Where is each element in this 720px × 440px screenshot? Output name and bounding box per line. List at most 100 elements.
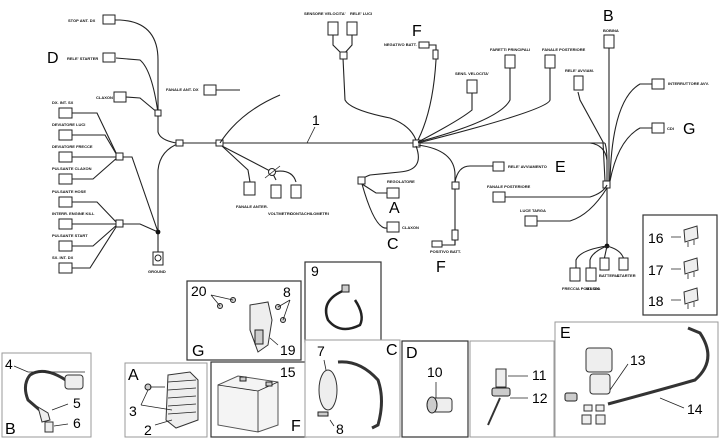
left-switch-cluster: GROUND DX. INT. SX DEVIATORE LUCI DEVIAT… — [52, 100, 166, 274]
leaders — [508, 375, 528, 399]
connector-label: DX. INT. SX — [52, 100, 74, 105]
fuse-icon — [683, 287, 699, 309]
connector-label: BOBINA — [603, 28, 619, 33]
panel-border — [469, 340, 555, 438]
connector-label: NEGATIVO BATT. — [384, 42, 417, 47]
branch-node — [339, 51, 348, 60]
connector — [603, 34, 615, 49]
wire — [221, 145, 251, 183]
part-number-3: 3 — [129, 403, 137, 419]
connector-label: CONTACHILOMETRI — [290, 211, 329, 216]
connector-label: FRECCIA POST. DX — [562, 286, 599, 291]
fuse-panel: 16 17 18 — [642, 214, 718, 316]
connector — [102, 14, 116, 25]
leaders — [140, 389, 173, 426]
connector-label: SENSORE VELOCITA' — [304, 11, 346, 16]
battery-part — [217, 375, 279, 433]
connector — [58, 218, 73, 230]
connector-label: INTERR. ENGINE KILL — [52, 211, 95, 216]
part-number-9: 9 — [311, 263, 319, 279]
wire — [361, 183, 388, 229]
connector — [113, 91, 127, 103]
connector — [544, 54, 556, 69]
box-letter-c: C — [386, 342, 398, 359]
connector-label: DEVIATORE LUCI — [52, 122, 85, 127]
connector — [651, 78, 665, 90]
hv-lead-part — [23, 369, 71, 414]
wire — [505, 184, 608, 198]
connector-label: RELE' LUCI — [350, 11, 372, 16]
connector-label: PULSANTE HOSE — [52, 189, 86, 194]
connector — [58, 196, 73, 208]
fuse-icon — [683, 225, 699, 247]
horn-part — [318, 369, 338, 411]
connector — [290, 184, 302, 199]
branch-node — [451, 181, 460, 190]
part-number-6: 6 — [73, 415, 81, 431]
leader-1 — [306, 126, 316, 144]
part-number-8: 8 — [283, 284, 291, 300]
ignition-coil-part — [64, 374, 84, 390]
wire — [122, 156, 159, 233]
connector-label: RELE' STARTER — [67, 56, 98, 61]
connector — [492, 161, 505, 172]
connector — [524, 215, 538, 227]
group-letter-e: E — [555, 159, 566, 176]
wire — [115, 19, 159, 113]
wire — [122, 223, 159, 233]
leaders — [609, 363, 685, 409]
part-number-5: 5 — [73, 395, 81, 411]
connector-label: CLAXON — [96, 95, 113, 100]
plug-cap-part — [44, 421, 54, 433]
parts-box-e: E 13 14 — [554, 321, 719, 438]
branch-node — [154, 109, 162, 117]
part-number-2: 2 — [144, 422, 152, 438]
wire — [417, 68, 551, 144]
part-number-10: 10 — [427, 364, 443, 380]
cable-clamp-part — [324, 288, 363, 331]
connector-label: FANALE ANT. DX — [166, 87, 199, 92]
part-number-4: 4 — [5, 356, 13, 372]
connector — [451, 229, 459, 241]
parts-box-b: 4 5 6 B — [1, 352, 92, 438]
wire — [417, 92, 473, 143]
relay-part — [487, 368, 511, 426]
parts-box-11-12: 11 12 — [469, 340, 555, 438]
connector — [599, 257, 610, 271]
part-number-7: 7 — [317, 343, 325, 359]
connector-label: FARETTI PRINCIPALI — [490, 47, 530, 52]
connector-label: SENS. VELOCITA' — [455, 71, 489, 76]
parts-box-c: 7 8 C — [304, 339, 401, 438]
connector-label: CLAXON — [402, 225, 419, 230]
ignition-switch-part — [564, 347, 613, 425]
leaders — [13, 365, 85, 427]
ground-icon — [154, 254, 162, 262]
cluster-node — [115, 219, 124, 228]
connector — [386, 221, 400, 233]
connector — [58, 173, 73, 185]
connector — [386, 187, 400, 199]
clamp-head — [341, 284, 350, 293]
wire — [417, 44, 437, 141]
parts-box-f: 15 F — [210, 361, 307, 438]
connector-label: VOLTMETRO — [268, 211, 293, 216]
box-letter-d: D — [406, 345, 418, 362]
wire — [72, 112, 119, 158]
part-number-18: 18 — [648, 293, 664, 309]
group-letter-b: B — [603, 8, 614, 25]
cable-part — [607, 326, 710, 406]
wire — [361, 145, 419, 181]
cluster-node — [115, 152, 124, 161]
wire — [577, 91, 606, 182]
trunk-node — [175, 139, 184, 147]
left-trunk-wire — [157, 142, 181, 205]
leaders — [323, 359, 335, 427]
ground-connector — [152, 251, 164, 266]
connector-label: PULSANTE START — [52, 233, 88, 238]
wire — [609, 127, 652, 182]
connector-label: SX. INT. DX — [52, 255, 74, 260]
wire — [361, 183, 387, 194]
wire — [72, 134, 119, 158]
wire — [125, 96, 159, 114]
